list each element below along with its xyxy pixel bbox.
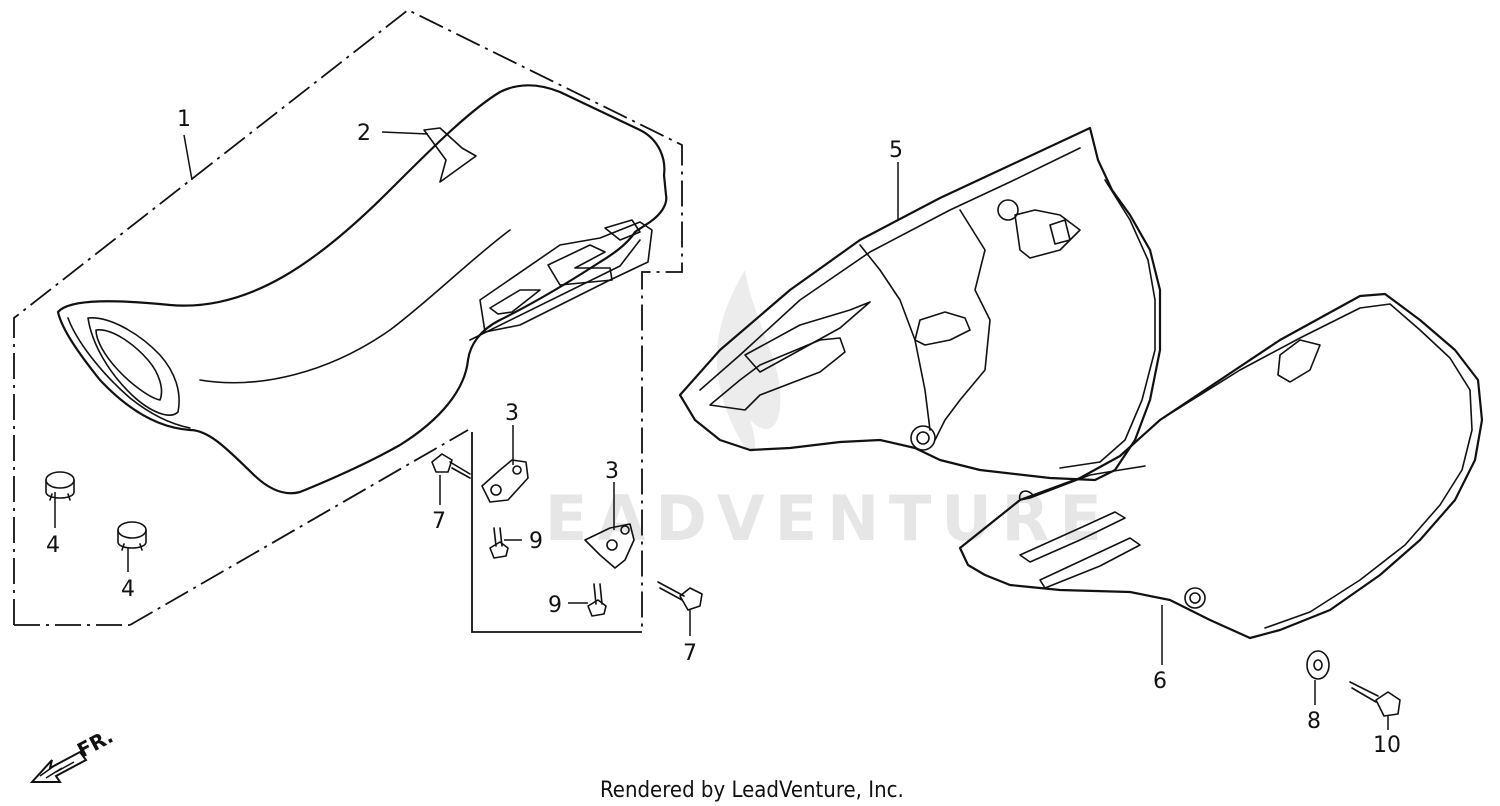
grommet-left	[45, 471, 75, 501]
watermark: EADVENTURE	[545, 270, 1112, 555]
callout-6: 6	[1153, 669, 1167, 694]
callout-9-upper: 9	[529, 529, 543, 554]
screw-lower	[587, 583, 607, 617]
seat-group-frame	[13, 8, 683, 630]
callout-1: 1	[177, 107, 191, 132]
rendered-by-footer: Rendered by LeadVenture, Inc.	[600, 778, 904, 803]
callout-4-left: 4	[46, 533, 60, 558]
bolt-lower	[657, 581, 703, 611]
callout-8: 8	[1307, 709, 1321, 734]
callout-3-lower: 3	[605, 459, 619, 484]
screw-upper	[489, 527, 509, 559]
callout-7-lower: 7	[683, 641, 697, 666]
callout-2: 2	[357, 121, 371, 146]
seat-label-tag	[423, 127, 477, 183]
callout-3-upper: 3	[505, 401, 519, 426]
callout-9-lower: 9	[548, 593, 562, 618]
side-cover-right	[678, 126, 1162, 482]
front-arrow-icon: FR.	[29, 724, 117, 783]
watermark-text: EADVENTURE	[545, 482, 1112, 555]
callouts: 1 2 3 3 4 4 5 6 7 7 8 9 9 10	[46, 107, 1401, 758]
bolt-cover	[1349, 681, 1401, 717]
bracket-group-frame	[471, 432, 642, 633]
callout-7-upper: 7	[432, 509, 446, 534]
washer	[1306, 650, 1330, 680]
bolt-upper	[431, 453, 471, 479]
seat	[56, 84, 668, 495]
grommet-right	[117, 521, 147, 551]
callout-5: 5	[889, 138, 903, 163]
leader-lines	[54, 131, 1389, 730]
callout-4-right: 4	[121, 577, 135, 602]
seat-bracket-upper	[481, 459, 529, 503]
callout-10: 10	[1373, 733, 1401, 758]
side-cover-left	[958, 292, 1484, 640]
